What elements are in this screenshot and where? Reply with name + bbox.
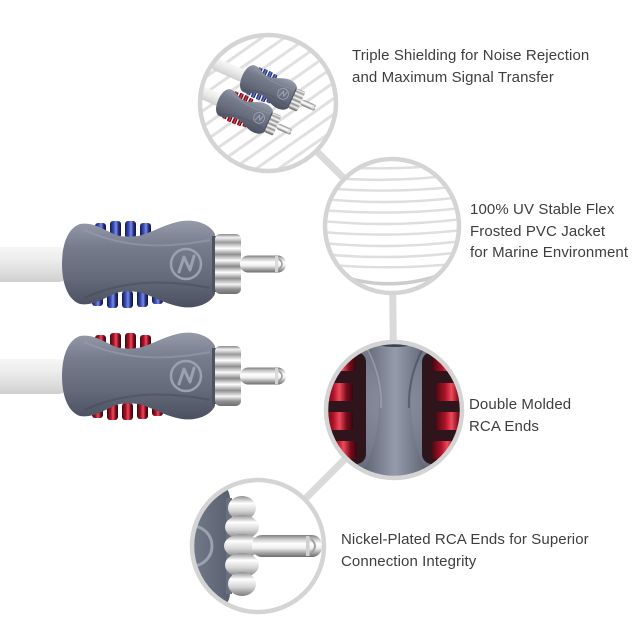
callout-circle-nickel-tip — [189, 477, 327, 615]
callout-circle-double-molded — [323, 339, 465, 481]
callout-label-line: and Maximum Signal Transfer — [352, 68, 554, 86]
callout-label-line: Nickel-Plated RCA Ends for Superior — [341, 531, 589, 548]
rca-connector-red — [0, 331, 288, 421]
callout-label-nickel-plated: Nickel-Plated RCA Ends for Superior Conn… — [341, 529, 589, 572]
callout-label-double-molded: Double Molded RCA Ends — [469, 394, 571, 437]
callout-label-line: for Marine Environment — [470, 244, 629, 261]
callout-label-line: Connection Integrity — [341, 552, 477, 570]
callout-circle-pvc-jacket — [322, 156, 462, 296]
callout-label-line: Triple Shielding for Noise Rejection — [352, 47, 590, 64]
callout-label-line: Frosted PVC Jacket — [470, 222, 606, 240]
callout-label-triple-shielding: Triple Shielding for Noise Rejection and… — [352, 45, 589, 88]
callout-label-line: RCA Ends — [469, 417, 539, 435]
callout-circle-triple-shielding — [197, 32, 339, 174]
rca-connector-blue — [0, 219, 288, 309]
callout-label-line: 100% UV Stable Flex — [470, 201, 615, 218]
callout-label-line: Double Molded — [469, 396, 572, 413]
callout-label-uv-stable-jacket: 100% UV Stable Flex Frosted PVC Jacket f… — [470, 199, 628, 264]
